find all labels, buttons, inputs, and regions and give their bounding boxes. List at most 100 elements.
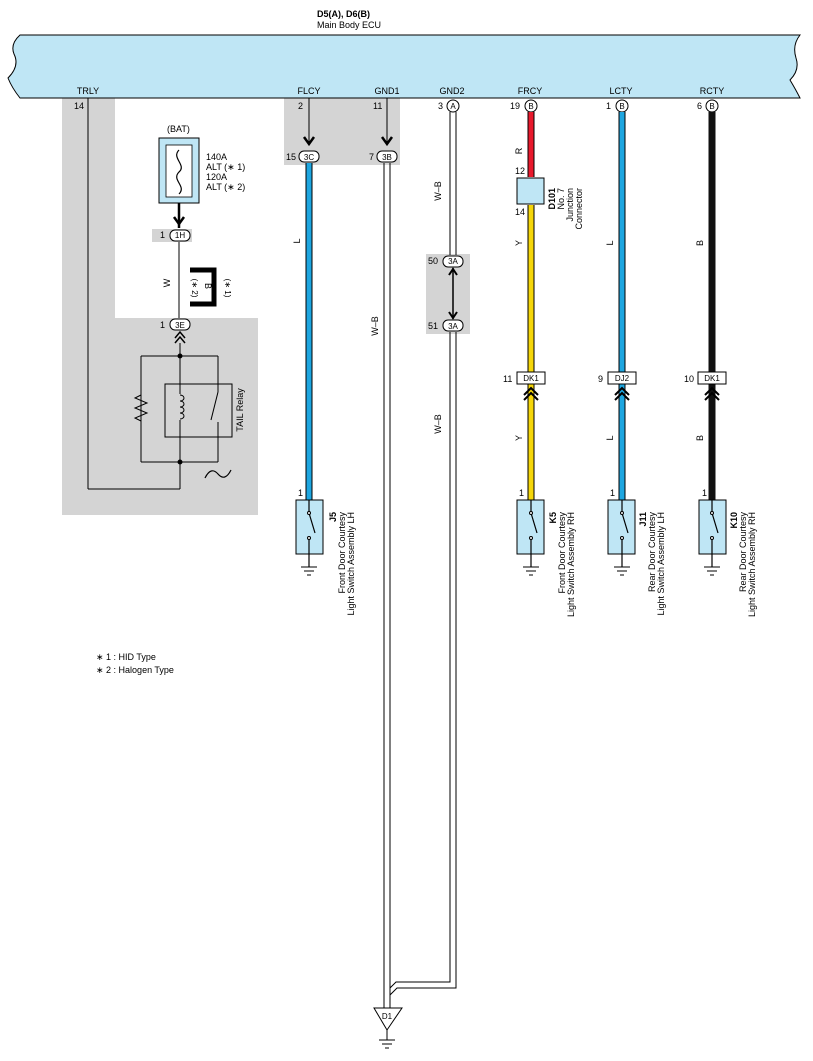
note-1: ∗ 1 : HID Type — [96, 652, 156, 662]
shaded-regions — [62, 98, 470, 515]
switch-j5: 1 J5 Front Door Courtesy Light Switch As… — [295, 488, 356, 616]
ground-icon — [614, 566, 630, 576]
gnd1-circuit: 7 3B W–B — [369, 98, 398, 1005]
pin-gnd1: 11 — [373, 101, 382, 111]
pin-3e: 1 — [160, 320, 165, 330]
ecu-pins: 14 2 11 3 A 19 B 1 B 6 B — [74, 99, 719, 113]
conn-gnd2: A — [450, 102, 456, 111]
id-dk1-rcty: DK1 — [704, 374, 720, 383]
ground-icon — [523, 566, 539, 576]
pin-rcty: 6 — [697, 101, 702, 111]
terminal-rcty: RCTY — [700, 86, 725, 96]
d101-pin-in: 12 — [515, 166, 525, 176]
switch-k10-name-2: Light Switch Assembly RH — [747, 512, 757, 617]
ecu-banner: D5(A), D6(B) Main Body ECU — [7, 9, 802, 99]
pin-3a-50: 50 — [428, 256, 438, 266]
id-3a-51: 3A — [448, 322, 458, 331]
switch-k10-id: K10 — [729, 512, 739, 529]
terminal-flcy: FLCY — [297, 86, 320, 96]
pin-3c: 15 — [286, 152, 296, 162]
terminal-gnd2: GND2 — [439, 86, 464, 96]
wire-trly-b: B — [203, 283, 213, 289]
id-1h: 1H — [175, 231, 185, 240]
id-3c: 3C — [304, 153, 314, 162]
d101-label: D101 No. 7 Junction Connector — [547, 188, 584, 230]
switch-k5-name-2: Light Switch Assembly RH — [566, 512, 576, 617]
connector-1h: 1 1H — [160, 229, 191, 242]
switch-j11-id: J11 — [638, 512, 648, 527]
switch-k5-id: K5 — [548, 512, 558, 524]
ecu-name: Main Body ECU — [317, 20, 381, 30]
pin-dk1-frcy: 11 — [503, 374, 512, 384]
wire-gnd2-lower: W–B — [433, 414, 443, 434]
conn-rcty: B — [709, 102, 714, 111]
wire-star2: (∗ 2) — [190, 279, 199, 298]
ground-d1: D1 — [373, 985, 403, 1049]
lcty-circuit: L 9 DJ2 L — [598, 112, 637, 500]
fuse-rating-4: ALT (∗ 2) — [206, 182, 245, 192]
fuse-rating-3: 120A — [206, 172, 227, 182]
wire-gnd1: W–B — [370, 316, 380, 336]
terminal-names: TRLY FLCY GND1 GND2 FRCY LCTY RCTY — [77, 86, 724, 96]
frcy-circuit: R 12 14 Y 11 DK1 Y — [503, 112, 546, 500]
terminal-lcty: LCTY — [609, 86, 632, 96]
door-switch-icon — [711, 500, 719, 567]
bat-fuse: (BAT) 140A ALT (∗ 1) 120A ALT (∗ 2) — [158, 124, 245, 204]
pin-gnd2: 3 — [438, 101, 443, 111]
door-switch-icon — [530, 500, 538, 567]
id-dj2: DJ2 — [615, 374, 630, 383]
id-3b: 3B — [382, 153, 392, 162]
pin-lcty: 1 — [606, 101, 611, 111]
switch-k10: 1 K10 Rear Door Courtesy Light Switch As… — [698, 488, 757, 617]
switch-k5-name-1: Front Door Courtesy — [557, 512, 567, 594]
switch-k5-pin: 1 — [519, 488, 524, 498]
fuse-rating-2: ALT (∗ 1) — [206, 162, 245, 172]
notes: ∗ 1 : HID Type ∗ 2 : Halogen Type — [96, 652, 174, 675]
bat-to-relay — [172, 203, 217, 318]
pin-frcy: 19 — [510, 101, 520, 111]
rcty-circuit: B 10 DK1 B — [684, 112, 727, 500]
switch-j5-pin: 1 — [298, 488, 303, 498]
wire-gnd2: W–B — [433, 181, 443, 201]
fuse-icon — [176, 149, 182, 195]
ground-icon — [301, 566, 317, 576]
wire-frcy-y: Y — [514, 240, 524, 246]
switch-j11-pin: 1 — [610, 488, 615, 498]
trly-circuit — [87, 98, 181, 490]
switch-j11-name-2: Light Switch Assembly LH — [656, 512, 666, 616]
wire-trly-w: W — [162, 278, 172, 287]
switch-k10-pin: 1 — [702, 488, 707, 498]
switch-j5-name-1: Front Door Courtesy — [337, 512, 347, 594]
door-switch-icon — [308, 500, 316, 567]
conn-frcy: B — [528, 102, 533, 111]
pin-3b: 7 — [369, 152, 374, 162]
switch-j5-name-2: Light Switch Assembly LH — [346, 512, 356, 616]
terminal-gnd1: GND1 — [374, 86, 399, 96]
switch-j11-name-1: Rear Door Courtesy — [647, 512, 657, 593]
wire-lcty-l2: L — [605, 435, 615, 440]
gnd2-circuit: W–B 50 3A 51 3A W–B — [389, 112, 464, 996]
d101-name-2: Junction — [565, 188, 575, 222]
id-3a-50: 3A — [448, 257, 458, 266]
ground-id: D1 — [382, 1012, 393, 1021]
relay-label: TAIL Relay — [235, 388, 245, 432]
wire-frcy-y2: Y — [514, 435, 524, 441]
pin-3a-51: 51 — [428, 321, 438, 331]
wire-rcty-b: B — [695, 240, 705, 246]
pin-dk1-rcty: 10 — [684, 374, 694, 384]
flcy-circuit: 15 3C L — [286, 98, 320, 500]
d101-name-3: Connector — [574, 188, 584, 230]
relay-coil-icon — [179, 394, 185, 420]
conn-lcty: B — [619, 102, 624, 111]
d101-pin-out: 14 — [515, 207, 525, 217]
wire-frcy-r: R — [514, 147, 524, 154]
d101-id: D101 — [547, 188, 557, 210]
terminal-trly: TRLY — [77, 86, 99, 96]
fuse-rating-1: 140A — [206, 152, 227, 162]
note-2: ∗ 2 : Halogen Type — [96, 665, 174, 675]
pin-flcy: 2 — [298, 101, 303, 111]
wire-rcty-b2: B — [695, 435, 705, 441]
terminal-frcy: FRCY — [518, 86, 543, 96]
switch-k5: 1 K5 Front Door Courtesy Light Switch As… — [516, 488, 576, 617]
